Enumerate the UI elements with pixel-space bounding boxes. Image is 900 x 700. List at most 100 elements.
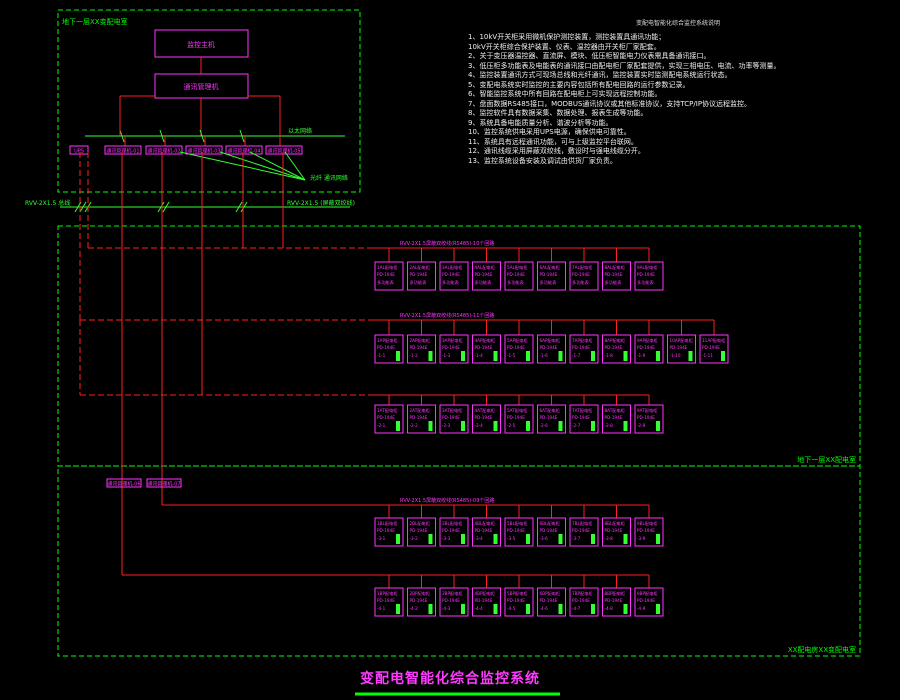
meter-box bbox=[634, 334, 664, 364]
meter-detail: 多功能表 bbox=[507, 279, 525, 286]
meter-model: PD-194E bbox=[572, 528, 590, 533]
meter-box bbox=[504, 587, 534, 617]
note-line: 11、系统具有远程通讯功能，可与上级监控平台联网。 bbox=[468, 137, 638, 146]
note-line: 4、监控装置通讯方式可现场总线和光纤通讯，监控装置实时监测配电系统运行状态。 bbox=[468, 71, 732, 79]
meter-indicator-icon bbox=[591, 534, 595, 544]
meter-box bbox=[537, 404, 566, 434]
meter-name: 1BL配电柜 bbox=[377, 520, 397, 527]
control-room-label: 地下一层XX变配电室 bbox=[62, 17, 128, 26]
meter-box bbox=[569, 334, 599, 364]
meter-box bbox=[504, 334, 534, 364]
meter-box bbox=[407, 404, 436, 434]
meter-box bbox=[699, 334, 729, 364]
meter-detail: -3-8 bbox=[605, 536, 614, 541]
backbone-right-label: RVV-2X1.5 (屏蔽双绞线) bbox=[287, 199, 355, 207]
meter-name: 9BP配电柜 bbox=[637, 590, 658, 597]
note-line: 3、低压柜多功能表及电能表的通讯接口由配电柜厂家配套提供，实现三相电压、电流、功… bbox=[468, 61, 781, 70]
meter-name: 9BL配电柜 bbox=[637, 520, 657, 527]
note-line: 10、监控系统供电采用UPS电源，确保供电可靠性。 bbox=[468, 128, 631, 136]
meter-model: PD-194E bbox=[637, 598, 655, 603]
meter-model: PD-194E bbox=[475, 345, 493, 350]
meter-detail: -1-11 bbox=[702, 353, 713, 358]
monitoring-host-label: 监控主机 bbox=[187, 40, 215, 49]
meter-indicator-icon bbox=[558, 534, 563, 544]
control-device-label: UPS bbox=[74, 149, 84, 155]
meter-detail: -4-6 bbox=[540, 606, 549, 611]
meter-model: PD-194E bbox=[540, 415, 558, 420]
meter-name: 1AT配电柜 bbox=[377, 407, 397, 414]
meter-name: 3AP配电柜 bbox=[442, 337, 463, 344]
meter-model: PD-194E bbox=[475, 415, 493, 420]
note-line: 12、通讯线缆采用屏蔽双绞线，敷设时与强电线缆分开。 bbox=[468, 147, 645, 155]
meter-name: 9AT配电柜 bbox=[637, 407, 657, 414]
meter-indicator-icon bbox=[428, 534, 433, 544]
meter-name: 5AP配电柜 bbox=[507, 337, 528, 344]
meter-name: 6AP配电柜 bbox=[540, 337, 561, 344]
meter-name: 2BL配电柜 bbox=[410, 520, 430, 527]
meter-model: PD-194E bbox=[540, 598, 558, 603]
meter-model: PD-194E bbox=[410, 272, 428, 277]
meter-box bbox=[439, 517, 469, 547]
note-line: 2、关于变压器温控器、直流屏、模块、低压柜智能电力仪表需具备通讯接口。 bbox=[468, 52, 711, 60]
control-device-box bbox=[265, 145, 303, 155]
meter-box bbox=[472, 404, 501, 434]
meter-detail: -3-3 bbox=[442, 536, 451, 541]
meter-box bbox=[374, 261, 404, 291]
lower-gateway-label: 通讯管理机-06 bbox=[107, 481, 140, 488]
basement-upper-label: 地下一层XX配电室 bbox=[797, 455, 856, 464]
meter-name: 6AT配电柜 bbox=[540, 407, 560, 414]
meter-indicator-icon bbox=[526, 351, 530, 361]
meter-model: PD-194E bbox=[475, 528, 493, 533]
meter-name: 4AT配电柜 bbox=[475, 407, 495, 414]
notes-panel: 变配电智能化综合监控系统说明 1、10kV开关柜采用微机保护测控装置，测控装置具… bbox=[468, 18, 888, 166]
control-device-label: 通讯管理机-02 bbox=[147, 148, 180, 155]
meter-box bbox=[374, 334, 404, 364]
meter-box bbox=[407, 587, 436, 617]
meter-box bbox=[504, 517, 534, 547]
meter-model: PD-194E bbox=[572, 272, 590, 277]
meter-box bbox=[374, 404, 404, 434]
meter-indicator-icon bbox=[591, 604, 595, 614]
meter-model: PD-194E bbox=[637, 272, 655, 277]
meter-detail: -1-10 bbox=[670, 353, 681, 358]
meter-model: PD-194E bbox=[507, 272, 525, 277]
meter-box bbox=[602, 587, 631, 617]
meter-box bbox=[634, 517, 664, 547]
meter-box bbox=[537, 517, 566, 547]
meter-indicator-icon bbox=[591, 351, 595, 361]
lower-gateway-label: 通讯管理机-07 bbox=[147, 481, 180, 488]
note-line: 6、智能监控系统中所有回路在配电柜上可实现远程控制功能。 bbox=[468, 90, 662, 98]
meter-name: 7AL配电柜 bbox=[572, 264, 592, 271]
meter-detail: -1-6 bbox=[540, 353, 549, 358]
control-room-boundary bbox=[57, 9, 361, 193]
meter-indicator-icon bbox=[461, 421, 465, 431]
meter-model: PD-194E bbox=[637, 415, 655, 420]
meter-indicator-icon bbox=[461, 534, 465, 544]
meter-detail: -2-4 bbox=[475, 423, 484, 428]
meter-detail: -3-5 bbox=[507, 536, 516, 541]
meter-name: 9AP配电柜 bbox=[637, 337, 658, 344]
meter-indicator-icon bbox=[656, 351, 660, 361]
meter-name: 5BP配电柜 bbox=[507, 590, 528, 597]
meter-name: 2AP配电柜 bbox=[410, 337, 431, 344]
meter-indicator-icon bbox=[591, 421, 595, 431]
meter-indicator-icon bbox=[461, 604, 465, 614]
meter-name: 6BL配电柜 bbox=[540, 520, 560, 527]
meter-box bbox=[667, 334, 696, 364]
